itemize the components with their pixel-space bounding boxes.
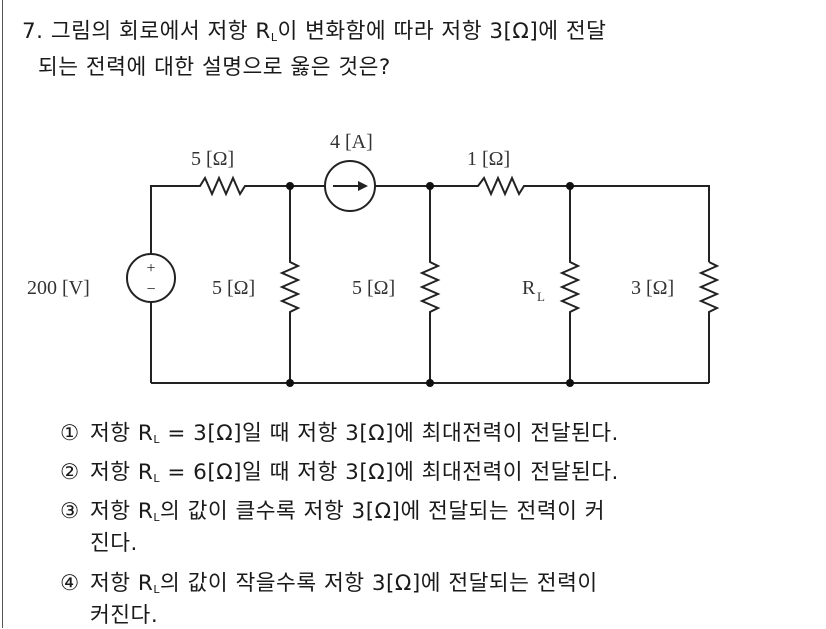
option-3-continued: 진다. [90,531,138,556]
page-left-border [2,0,3,628]
question-text-1: 그림의 회로에서 저항 R [50,19,271,44]
resistor-1-series-icon [470,175,710,262]
question-line-1: 7. 그림의 회로에서 저항 RL이 변화함에 따라 저항 3[Ω]에 전달 [22,14,606,45]
resistor-3-shunt-icon [698,261,720,383]
resistor-5-series-icon [195,175,290,197]
current-source-icon [324,160,376,212]
shunt-resistor-3-label: 3 [Ω] [631,277,674,299]
option-1-number: ① [60,421,80,446]
series-resistor-left-label: 5 [Ω] [191,148,234,170]
load-resistor-label: R [522,277,536,299]
current-source-label: 4 [A] [330,131,373,153]
voltage-source-label: 200 [V] [27,277,90,299]
voltage-source-icon [126,253,176,303]
resistor-rl-icon [559,186,581,383]
option-3-number: ③ [60,499,80,524]
svg-text:+: + [146,260,155,277]
resistor-5-shunt-2-icon [419,186,441,383]
option-2-number: ② [60,460,80,485]
svg-text:−: − [146,281,155,298]
question-text-1-rest: 이 변화함에 따라 저항 3[Ω]에 전달 [277,19,607,44]
shunt-resistor-1-label: 5 [Ω] [212,277,255,299]
question-line-2: 되는 전력에 대한 설명으로 옳은 것은? [38,55,391,80]
resistor-5-shunt-1-icon [279,186,301,383]
current-arrow-icon [358,181,368,191]
shunt-resistor-2-label: 5 [Ω] [352,277,395,299]
option-4-continued: 커진다. [90,603,159,628]
question-subscript: L [270,31,278,44]
load-resistor-subscript: L [537,289,545,304]
series-resistor-right-label: 1 [Ω] [467,148,510,170]
question-number: 7. [22,19,44,44]
option-4-number: ④ [60,571,80,596]
